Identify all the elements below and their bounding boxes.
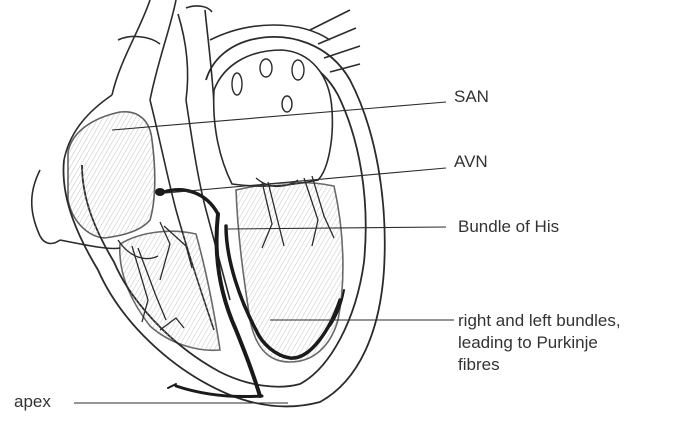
label-bundle-of-his: Bundle of His — [458, 216, 559, 238]
label-san: SAN — [454, 86, 489, 108]
left-ventricle — [236, 183, 343, 362]
label-avn: AVN — [454, 151, 488, 173]
avn-node — [155, 188, 165, 196]
right-atrium — [68, 112, 155, 238]
purkinje-fibres-apex — [176, 386, 262, 397]
left-atrium — [214, 50, 333, 186]
right-ventricle — [120, 231, 220, 350]
label-right-left-bundles: right and left bundles, leading to Purki… — [458, 310, 621, 376]
label-apex: apex — [14, 391, 51, 413]
